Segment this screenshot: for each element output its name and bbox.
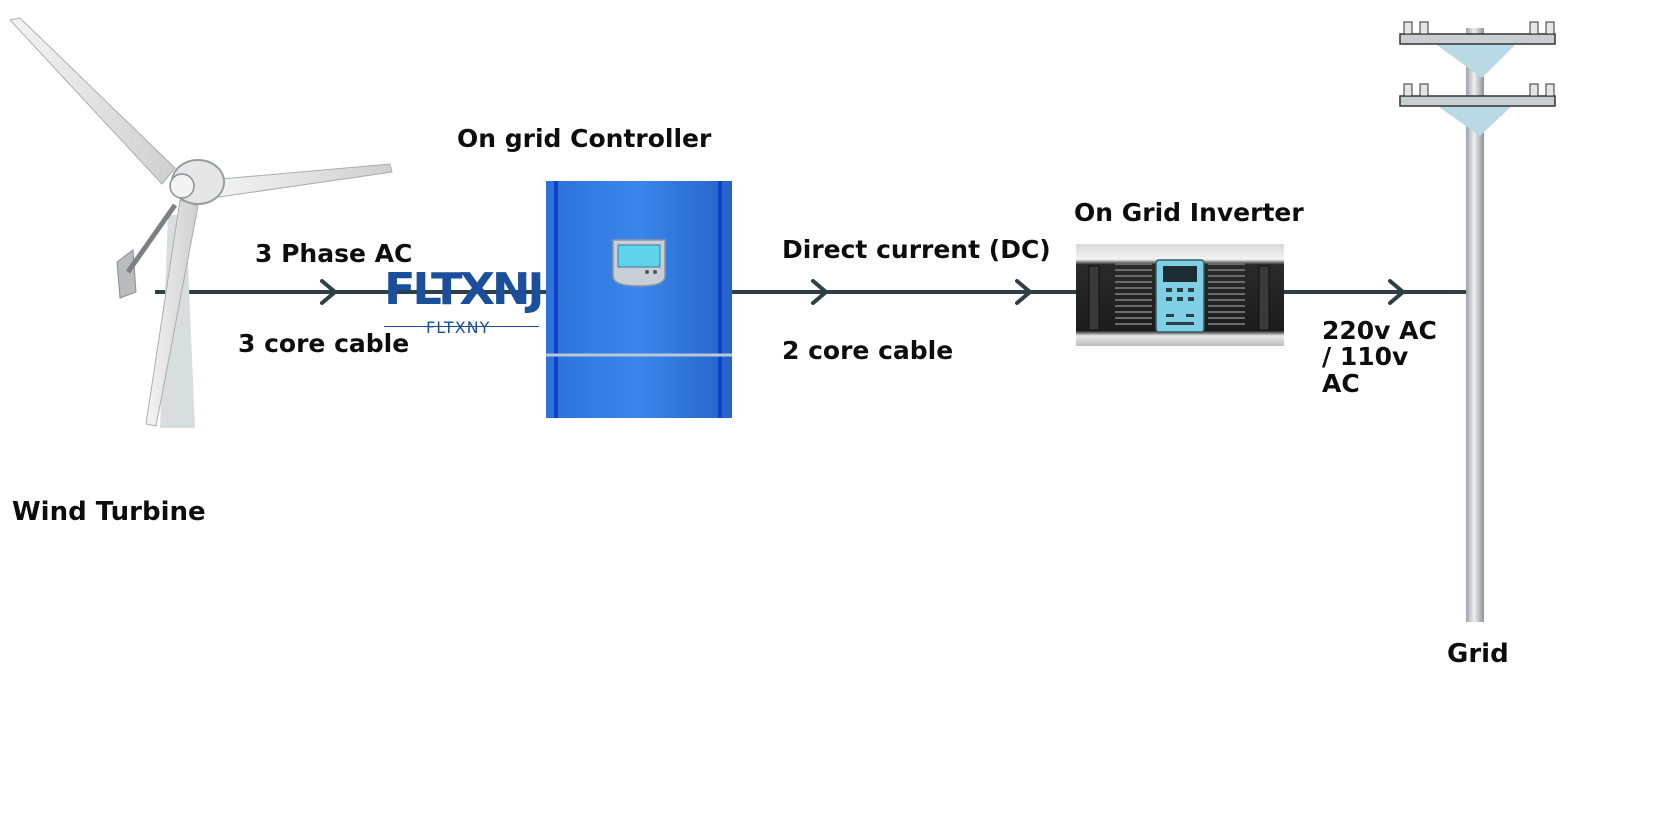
inverter-handle-right: [1258, 265, 1270, 331]
controller-body: [546, 181, 732, 418]
arrow-icon: [1015, 279, 1034, 305]
pole-insulators: [1403, 21, 1555, 97]
flow-arrows: [320, 279, 1407, 305]
controller-led: [645, 270, 649, 274]
crossarm-lower: [1399, 95, 1556, 107]
utility-pole-icon: [1399, 21, 1556, 622]
two-core-cable-label: 2 core cable: [782, 336, 954, 365]
on-grid-controller-icon: [546, 181, 732, 418]
turbine-hub: [169, 173, 195, 199]
blade-upper: [9, 17, 176, 185]
controller-screen: [617, 244, 661, 268]
inverter-label: On Grid Inverter: [1074, 198, 1304, 227]
controller-led: [653, 270, 657, 274]
controller-label: On grid Controller: [457, 124, 712, 153]
inverter-vent-right: [1208, 263, 1245, 325]
tail-vane: [116, 249, 137, 299]
ac-output-label: 220v AC / 110v AC: [1322, 316, 1437, 398]
inverter-handle-left: [1088, 265, 1100, 331]
direct-current-label: Direct current (DC): [782, 235, 1051, 264]
on-grid-inverter-icon: [1076, 244, 1284, 346]
wind-turbine-label: Wind Turbine: [12, 497, 206, 527]
pole-shaft: [1466, 28, 1484, 622]
inverter-vent-left: [1115, 263, 1152, 325]
logo-wordmark: FLTXNJ: [384, 264, 545, 315]
controller-side-trim-left: [554, 181, 558, 418]
logo-rule: [384, 326, 539, 327]
three-core-cable-label: 3 core cable: [238, 329, 410, 358]
grid-label: Grid: [1447, 639, 1509, 669]
arrow-icon: [320, 279, 339, 305]
tail-boom: [125, 203, 178, 274]
three-phase-ac-label: 3 Phase AC: [255, 239, 413, 268]
inverter-screen: [1163, 266, 1197, 282]
wind-turbine-icon: [9, 17, 393, 428]
arrow-icon: [811, 279, 830, 305]
arrow-icon: [1388, 279, 1407, 305]
brand-logo: FLTXNJ FLTXNY: [384, 264, 545, 340]
pole-brace-upper: [1430, 40, 1520, 78]
pole-brace-lower: [1432, 102, 1516, 136]
inverter-buttons: [1166, 288, 1194, 325]
controller-side-trim-right: [718, 181, 722, 418]
logo-subtext: FLTXNY: [426, 318, 491, 337]
crossarm-upper: [1399, 33, 1556, 45]
blade-right: [209, 163, 393, 199]
